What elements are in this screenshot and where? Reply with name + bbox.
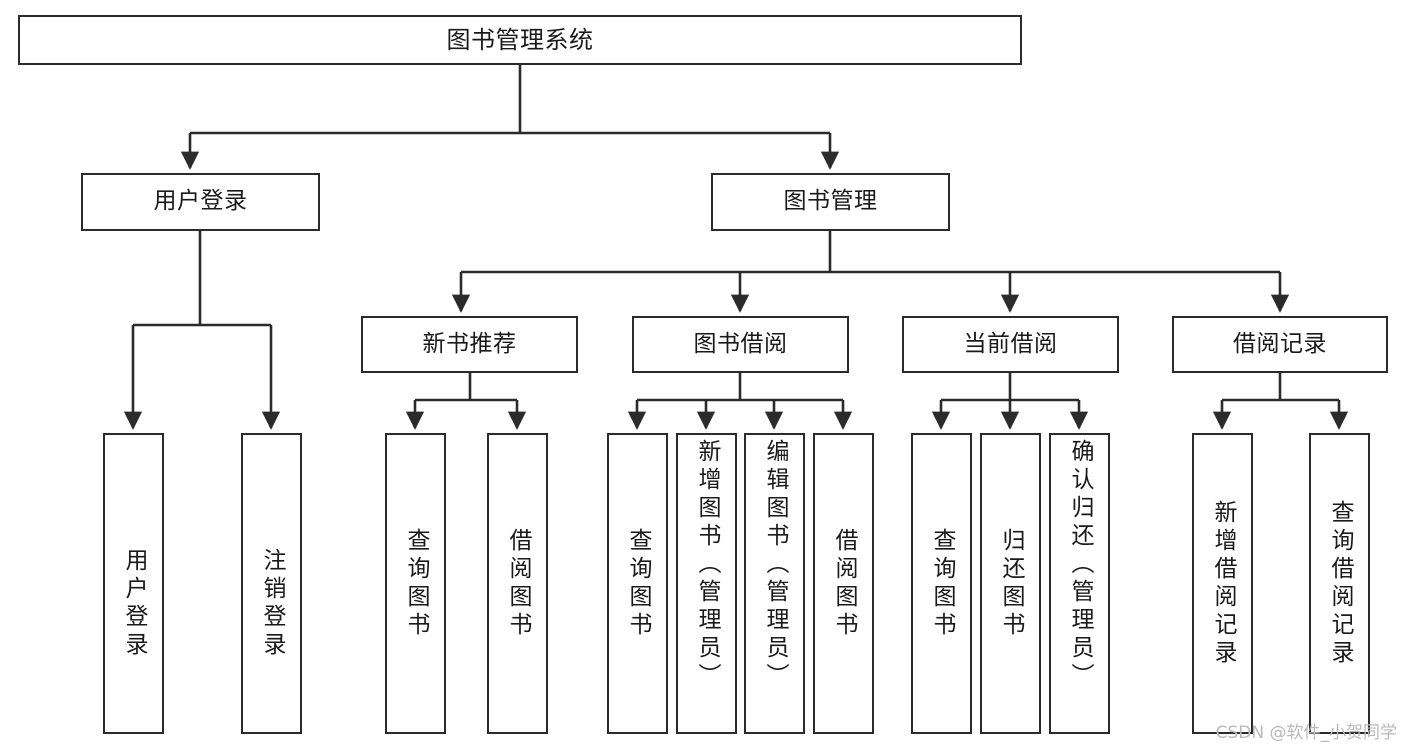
node-root[interactable]: 图书管理系统 <box>18 15 1022 65</box>
node-leaf-borrow-book-2-label: 借阅图书 <box>831 527 857 640</box>
node-book-borrow-label: 图书借阅 <box>693 330 788 357</box>
node-root-label: 图书管理系统 <box>446 25 594 54</box>
node-new-book-recommend[interactable]: 新书推荐 <box>361 316 578 373</box>
node-leaf-confirm-return-label: 确认归还（管理员） <box>1067 439 1093 691</box>
node-leaf-add-record[interactable]: 新增借阅记录 <box>1192 433 1253 734</box>
node-leaf-query-book-2[interactable]: 查询图书 <box>607 433 668 734</box>
node-user-login-label: 用户登录 <box>153 188 248 215</box>
node-leaf-return-book-label: 归还图书 <box>998 527 1024 640</box>
node-leaf-edit-book-label: 编辑图书（管理员） <box>762 439 788 691</box>
node-leaf-query-book-3[interactable]: 查询图书 <box>911 433 972 734</box>
watermark-text: CSDN @软件_小贺同学 <box>1215 723 1397 743</box>
node-leaf-query-book-1-label: 查询图书 <box>403 527 429 640</box>
node-user-login[interactable]: 用户登录 <box>81 173 320 231</box>
node-leaf-edit-book[interactable]: 编辑图书（管理员） <box>744 433 805 734</box>
node-book-borrow[interactable]: 图书借阅 <box>632 316 849 373</box>
node-current-borrow-label: 当前借阅 <box>963 330 1058 357</box>
node-leaf-user-login-label: 用户登录 <box>121 548 147 660</box>
node-leaf-query-book-3-label: 查询图书 <box>929 527 955 640</box>
node-leaf-query-record[interactable]: 查询借阅记录 <box>1309 433 1370 734</box>
node-borrow-record[interactable]: 借阅记录 <box>1172 316 1388 373</box>
node-book-manage-label: 图书管理 <box>783 188 878 215</box>
node-leaf-confirm-return[interactable]: 确认归还（管理员） <box>1049 433 1110 734</box>
node-new-book-recommend-label: 新书推荐 <box>422 330 517 357</box>
node-borrow-record-label: 借阅记录 <box>1233 330 1327 357</box>
node-leaf-query-book-2-label: 查询图书 <box>625 527 651 640</box>
node-leaf-user-login[interactable]: 用户登录 <box>103 433 164 734</box>
node-leaf-add-book[interactable]: 新增图书（管理员） <box>676 433 737 734</box>
node-leaf-user-logout-label: 注销登录 <box>259 548 285 660</box>
node-leaf-borrow-book-1-label: 借阅图书 <box>505 527 531 640</box>
node-leaf-add-book-label: 新增图书（管理员） <box>694 439 720 691</box>
node-leaf-query-record-label: 查询借阅记录 <box>1327 499 1353 668</box>
node-leaf-query-book-1[interactable]: 查询图书 <box>385 433 446 734</box>
node-book-manage[interactable]: 图书管理 <box>711 173 950 231</box>
node-leaf-return-book[interactable]: 归还图书 <box>980 433 1041 734</box>
node-leaf-add-record-label: 新增借阅记录 <box>1210 499 1236 668</box>
node-current-borrow[interactable]: 当前借阅 <box>902 316 1119 373</box>
node-leaf-user-logout[interactable]: 注销登录 <box>241 433 302 734</box>
node-leaf-borrow-book-1[interactable]: 借阅图书 <box>487 433 548 734</box>
node-leaf-borrow-book-2[interactable]: 借阅图书 <box>813 433 874 734</box>
